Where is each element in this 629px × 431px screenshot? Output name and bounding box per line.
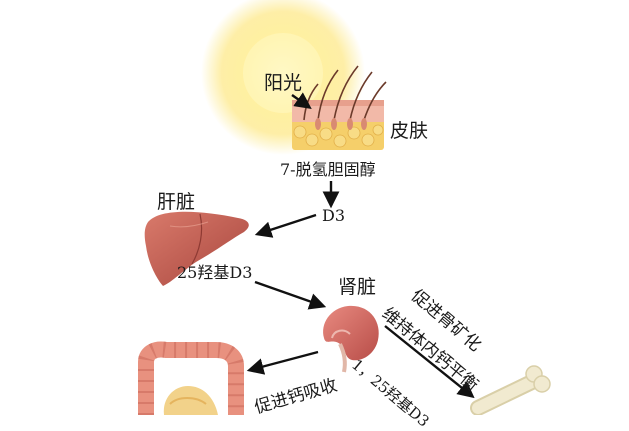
kidney-icon	[323, 305, 379, 373]
kidney-to-bone-arrow	[384, 325, 475, 399]
sunlight-label: 阳光	[264, 72, 303, 94]
calcidiol-label: 25羟基D3	[177, 263, 253, 282]
diagram-graphics	[138, 0, 551, 415]
d3-to-liver-arrow	[254, 213, 317, 238]
liver-icon	[144, 211, 249, 286]
d3-label: D3	[322, 206, 346, 225]
kidney-label: 肾脏	[338, 276, 377, 298]
precursor-label: 7-脱氢胆固醇	[280, 160, 376, 179]
kidney-to-intestine-arrow	[246, 350, 319, 375]
sun-to-skin-arrow	[291, 92, 312, 109]
calcidiol-to-kidney-arrow	[254, 280, 327, 310]
vitamin-d-metabolism-diagram: 阳光 皮肤 7-脱氢胆固醇 D3 肝脏 25羟基D3 肾脏 1，25羟基D3 促…	[138, 0, 551, 431]
skin-label: 皮肤	[390, 120, 429, 142]
bone-icon	[470, 365, 551, 415]
liver-label: 肝脏	[157, 191, 196, 213]
skin-icon	[292, 65, 387, 150]
intestine-icon	[138, 341, 244, 415]
